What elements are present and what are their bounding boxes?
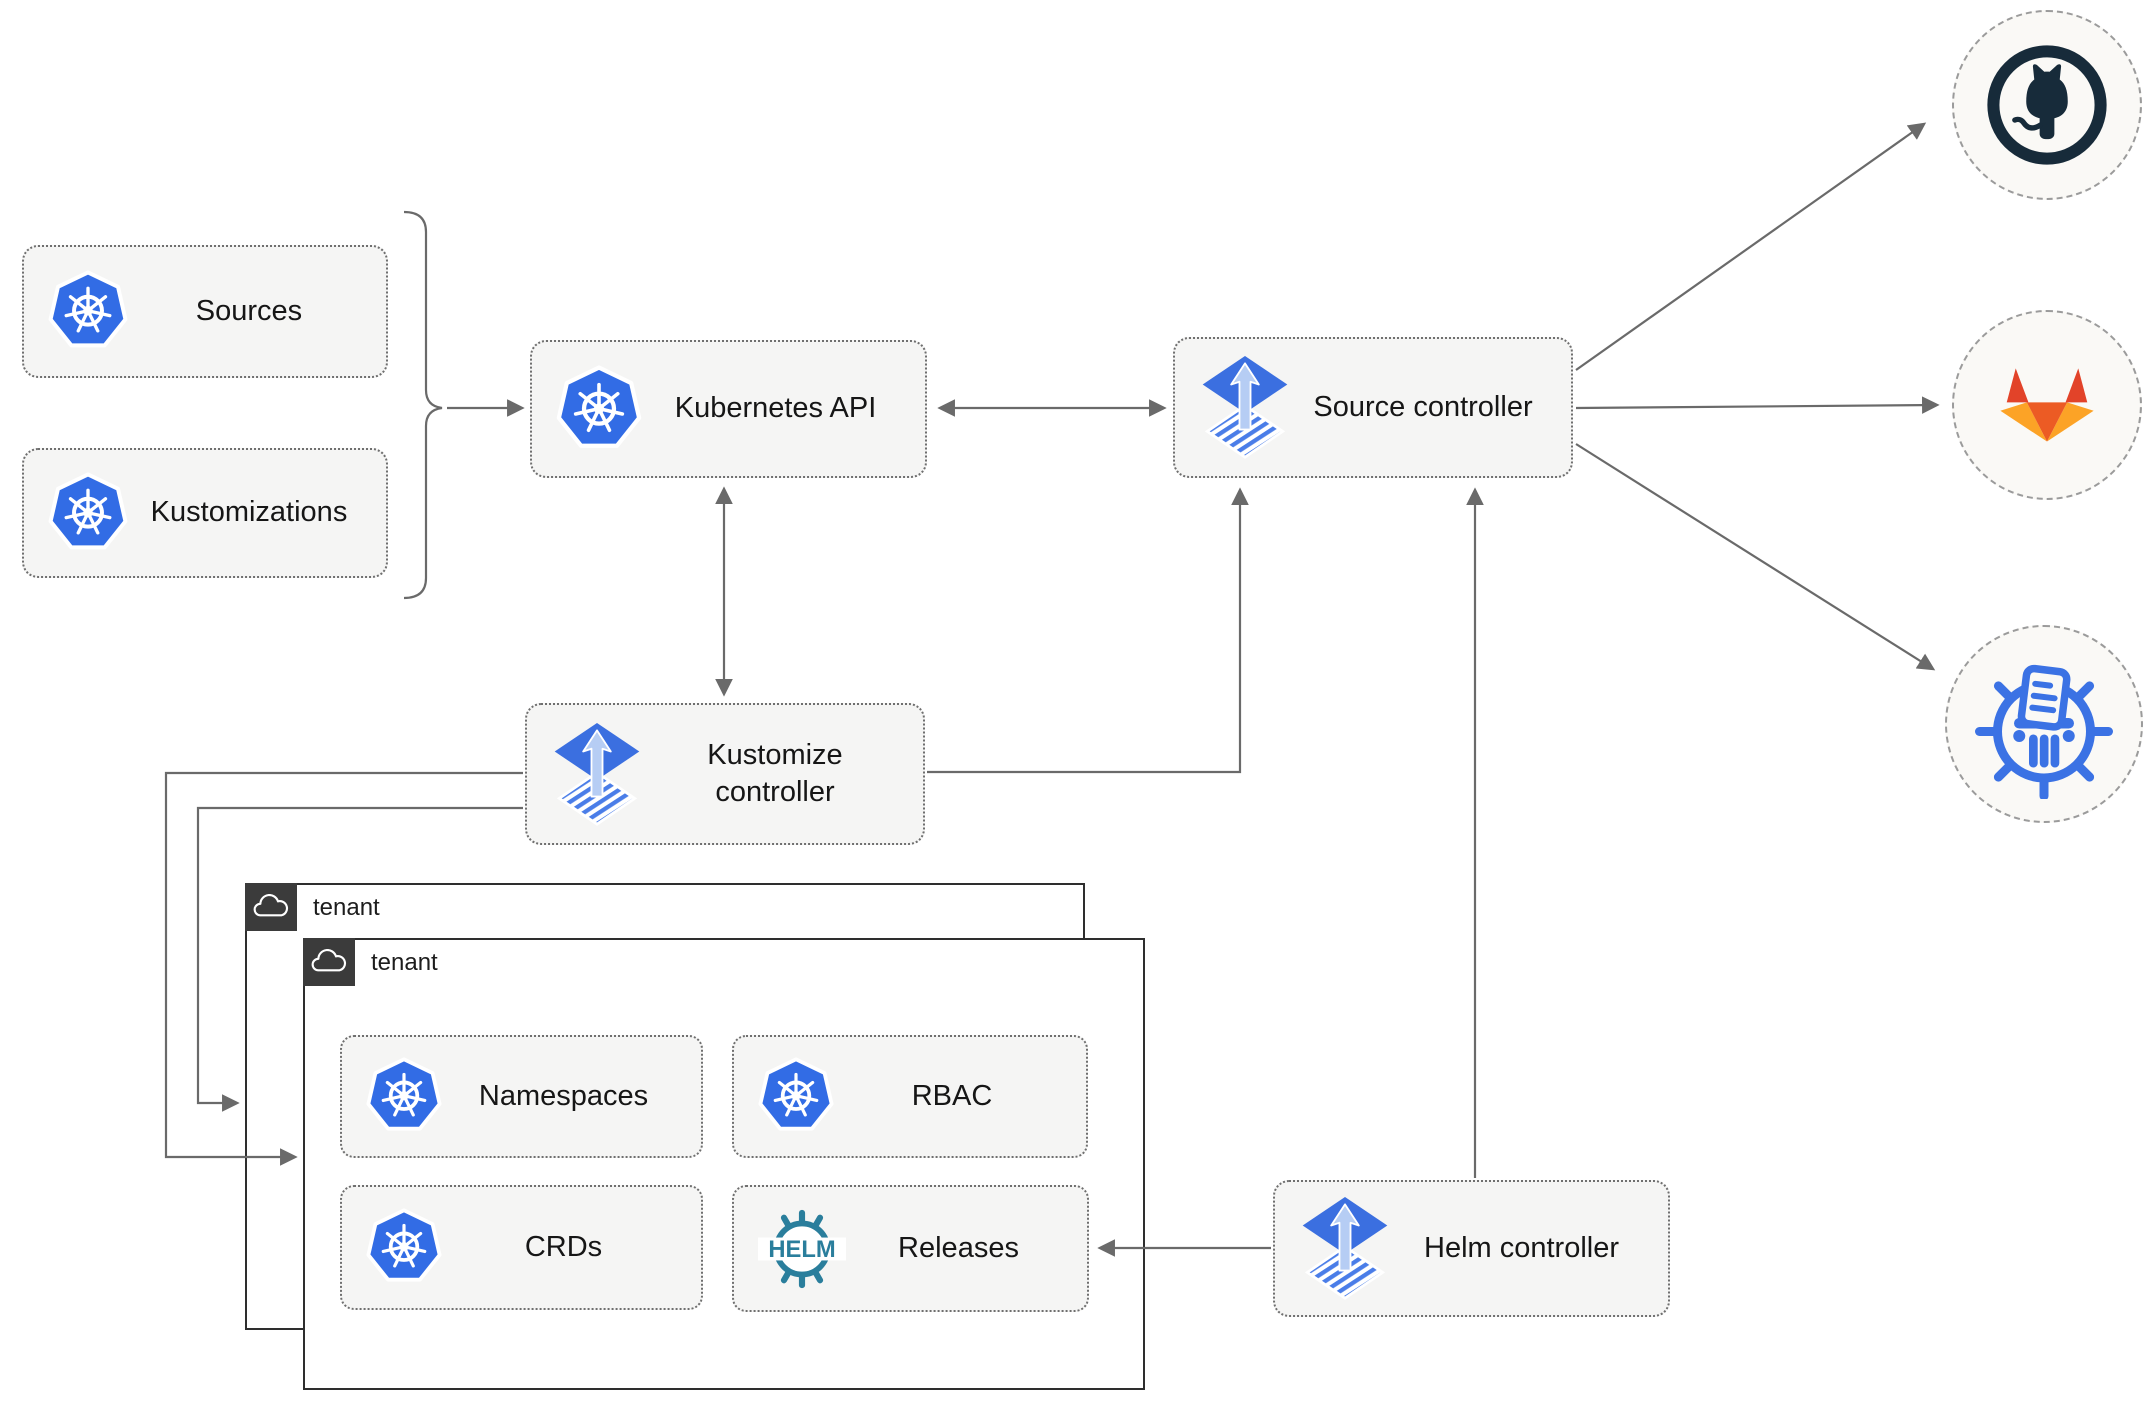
helm-wordmark: HELM — [768, 1235, 835, 1262]
tenant-badge — [303, 938, 355, 986]
flux-icon — [551, 721, 643, 828]
flux-icon — [1199, 354, 1291, 461]
node-helm-controller: Helm controller — [1273, 1180, 1670, 1317]
kubernetes-icon — [556, 365, 642, 454]
kubernetes-icon — [366, 1208, 442, 1287]
node-label: Source controller — [1313, 390, 1533, 423]
cloud-icon — [253, 893, 289, 916]
node-kustomize-controller: Kustomize controller — [525, 703, 925, 845]
gitlab-target — [1952, 310, 2142, 500]
node-label: Helm controller — [1424, 1231, 1619, 1264]
chart-registry-museum-icon — [1969, 649, 2119, 799]
node-label: Kubernetes API — [674, 392, 877, 425]
chart-registry-target — [1945, 625, 2143, 823]
github-target — [1952, 10, 2142, 200]
tenant-label: tenant — [371, 949, 438, 976]
node-kustomizations: Kustomizations — [22, 448, 388, 578]
node-label: Kustomizations — [150, 496, 348, 529]
node-label: RBAC — [911, 1079, 993, 1112]
brace-sources-group — [403, 210, 443, 600]
kubernetes-icon — [48, 270, 128, 353]
tenant-label: tenant — [313, 894, 380, 921]
edge-source-to-github — [1575, 122, 1927, 371]
cloud-icon — [311, 948, 347, 971]
node-label: Namespaces — [478, 1079, 649, 1112]
edge-source-to-gitlab — [1575, 396, 1940, 414]
kubernetes-icon — [48, 471, 128, 555]
kubernetes-icon — [758, 1057, 834, 1136]
gitlab-tanuki-icon — [2000, 367, 2094, 442]
edge-source-to-registry — [1575, 443, 1936, 671]
node-label: Releases — [898, 1231, 1019, 1264]
tenant-box-inner: tenant — [303, 938, 1145, 1390]
node-releases: HELM Releases — [732, 1185, 1089, 1312]
node-namespaces: Namespaces — [340, 1035, 703, 1158]
node-label: CRDs — [524, 1230, 603, 1263]
node-kubernetes-api: Kubernetes API — [530, 340, 927, 478]
edge-kustomize-to-source-controller — [927, 487, 1249, 774]
helm-icon: HELM — [758, 1205, 846, 1293]
node-source-controller: Source controller — [1173, 337, 1573, 478]
tenant-badge — [245, 883, 297, 931]
node-crds: CRDs — [340, 1185, 703, 1310]
flux-icon — [1299, 1195, 1391, 1302]
node-label: Sources — [195, 294, 303, 327]
github-octocat-icon — [1980, 38, 2114, 172]
node-label: Kustomize controller — [707, 738, 843, 808]
node-sources: Sources — [22, 245, 388, 378]
kubernetes-icon — [366, 1057, 442, 1136]
node-rbac: RBAC — [732, 1035, 1088, 1158]
